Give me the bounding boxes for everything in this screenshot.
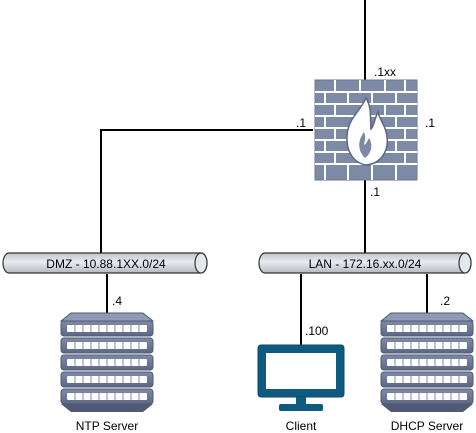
firewall-icon: [314, 79, 418, 181]
firewall-left-ip-label: .1: [296, 116, 306, 130]
lan-network-segment: LAN - 172.16.xx.0/24: [258, 252, 472, 274]
ntp-ip-label: .4: [112, 294, 122, 308]
flame-icon: [346, 96, 388, 166]
firewall-right-ip-label: .1: [425, 116, 435, 130]
dmz-network-label: DMZ - 10.88.1XX.0/24: [46, 257, 166, 271]
firewall-bottom-ip-label: .1: [370, 185, 380, 199]
lan-network-label: LAN - 172.16.xx.0/24: [309, 257, 422, 271]
dhcp-ip-label: .2: [440, 294, 450, 308]
dhcp-server-name: DHCP Server: [391, 419, 463, 433]
connections: [100, 0, 428, 345]
dmz-network-segment: DMZ - 10.88.1XX.0/24: [2, 252, 208, 274]
client-ip-label: .100: [305, 324, 329, 338]
dhcp-server-icon: [379, 312, 475, 412]
firewall-top-ip-label: .1xx: [374, 65, 396, 79]
ntp-server-name: NTP Server: [76, 419, 138, 433]
client-monitor-icon: [257, 344, 345, 411]
client-name: Client: [286, 419, 317, 433]
ntp-server-icon: [59, 312, 155, 412]
